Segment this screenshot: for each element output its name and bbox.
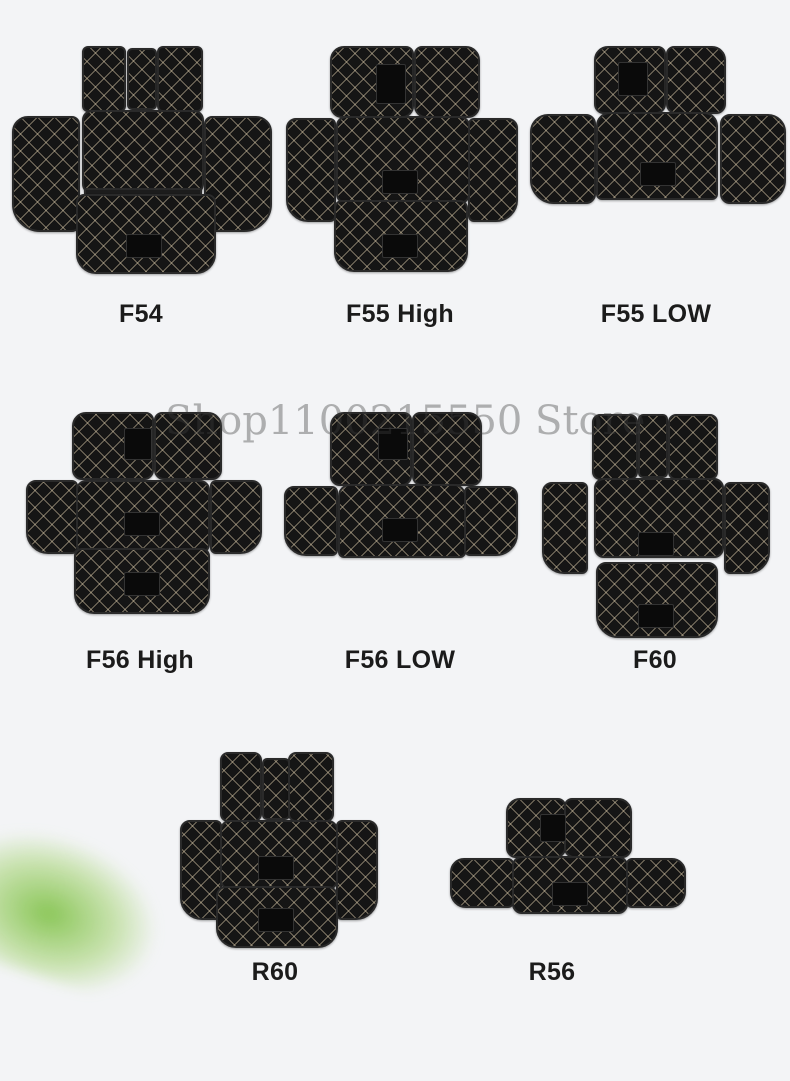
mat-piece — [450, 858, 514, 908]
mat-piece — [596, 112, 718, 200]
mat-logo-patch — [124, 572, 160, 596]
mat-piece — [336, 820, 378, 920]
mat-logo-patch — [124, 428, 152, 460]
product-label-r60: R60 — [251, 958, 299, 986]
mat-piece — [82, 46, 126, 112]
store-watermark: Shop1100215550 Store — [165, 398, 646, 444]
mat-logo-patch — [376, 64, 406, 104]
mat-logo-patch — [618, 62, 648, 96]
mat-piece — [262, 758, 290, 820]
mat-piece — [336, 116, 470, 204]
mat-logo-patch — [382, 518, 418, 542]
mat-logo-patch — [638, 604, 674, 628]
mat-logo-patch — [540, 814, 566, 842]
mat-logo-patch — [638, 532, 674, 556]
mat-piece — [157, 46, 203, 112]
mat-logo-patch — [552, 882, 588, 906]
product-f60-image — [538, 408, 770, 638]
product-label-f56-high: F56 High — [86, 646, 194, 674]
mat-logo-patch — [382, 234, 418, 258]
mat-piece — [12, 116, 80, 232]
mat-logo-patch — [378, 428, 408, 460]
product-label-f55-low: F55 LOW — [600, 300, 712, 328]
mat-piece — [334, 200, 468, 272]
mat-piece — [26, 480, 78, 554]
mat-piece — [724, 482, 770, 574]
mat-piece — [668, 414, 718, 480]
mat-piece — [542, 482, 588, 574]
mat-piece — [286, 118, 336, 222]
mat-piece — [592, 414, 638, 480]
mat-logo-patch — [258, 908, 294, 932]
mat-logo-patch — [126, 234, 162, 258]
mat-piece — [338, 484, 466, 558]
mat-piece — [180, 820, 222, 920]
mat-piece — [468, 118, 518, 222]
mat-piece — [127, 48, 157, 110]
mat-piece — [666, 46, 726, 114]
mat-piece — [564, 798, 632, 858]
product-f55-high-image — [284, 42, 518, 272]
product-f54-image — [10, 42, 272, 274]
mat-piece — [220, 752, 262, 822]
product-r60-image — [178, 748, 378, 948]
green-blur-decoration — [0, 812, 177, 1008]
product-label-f60: F60 — [633, 646, 677, 674]
product-label-f54: F54 — [119, 300, 163, 328]
mat-piece — [204, 116, 272, 232]
product-label-f56-low: F56 LOW — [344, 646, 456, 674]
mat-piece — [530, 114, 596, 204]
mat-logo-patch — [640, 162, 676, 186]
mat-piece — [414, 46, 480, 118]
product-label-f55-high: F55 High — [346, 300, 454, 328]
mat-piece — [626, 858, 686, 908]
mat-piece — [216, 886, 338, 948]
mat-logo-patch — [124, 512, 160, 536]
mat-piece — [288, 752, 334, 822]
mat-piece — [154, 412, 222, 480]
product-f56-high-image — [24, 408, 262, 614]
mat-piece — [594, 46, 666, 114]
mat-piece — [284, 486, 338, 556]
mat-piece — [464, 486, 518, 556]
mat-logo-patch — [382, 170, 418, 194]
mat-piece — [596, 562, 718, 638]
product-label-r56: R56 — [528, 958, 576, 986]
mat-logo-patch — [258, 856, 294, 880]
product-f56-low-image — [282, 408, 518, 558]
mat-piece — [210, 480, 262, 554]
product-f55-low-image — [526, 42, 786, 212]
mat-piece — [720, 114, 786, 204]
mat-piece — [82, 110, 204, 194]
mat-piece — [638, 414, 668, 478]
product-r56-image — [448, 796, 686, 918]
